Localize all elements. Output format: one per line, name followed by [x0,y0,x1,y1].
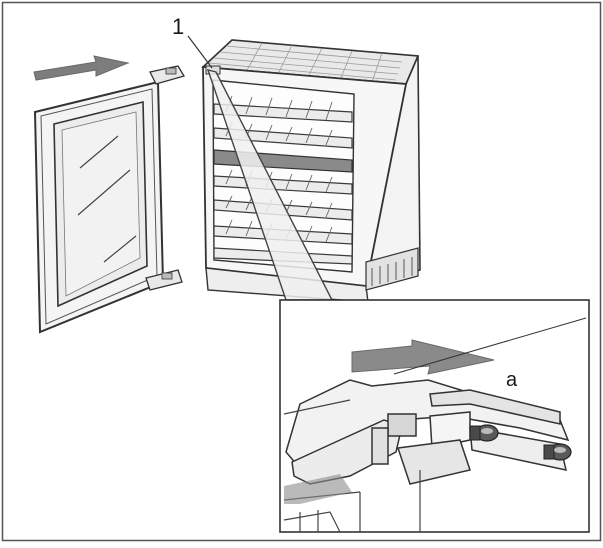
ventilation-grille [365,247,419,291]
enlarged-hinge [285,379,570,485]
wine-cabinet [201,39,421,303]
screw-left [469,424,499,442]
inset-shading [284,474,352,504]
glass-door [33,65,185,334]
door-hinge-bottom [145,269,183,291]
detail-label-a: a [506,369,518,391]
callout-leader-line [187,35,213,69]
door-hinge-top [149,65,185,85]
move-arrow-detail [351,339,495,375]
callout-number-label: 1 [172,14,184,39]
glass-reflection-line [79,135,119,169]
detail-inset [279,299,590,533]
glass-reflection-line [103,235,137,263]
cabinet-top-grid [208,42,403,83]
detail-guide-line [393,317,587,375]
screw-right [543,443,572,461]
glass-reflection-line [77,169,131,216]
move-arrow-top-left [33,55,130,81]
